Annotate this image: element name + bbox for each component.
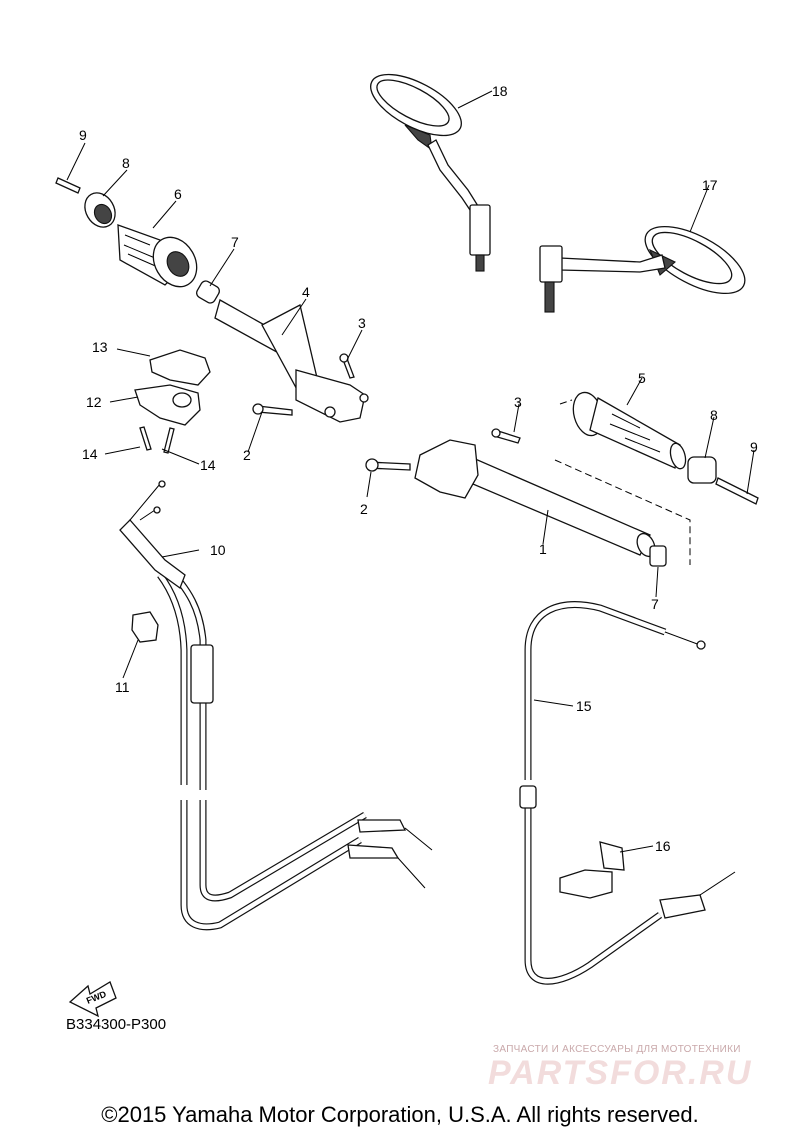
cable-holder <box>131 611 159 643</box>
callout-2: 2 <box>243 447 251 463</box>
cable-clamp <box>559 841 625 899</box>
callout-14: 14 <box>82 446 98 462</box>
callout-8: 8 <box>710 407 718 423</box>
callout-11: 11 <box>115 679 130 695</box>
switch-housing <box>134 349 211 454</box>
callout-14: 14 <box>200 457 216 473</box>
diagram-reference-code: B334300-P300 <box>66 1016 167 1033</box>
clutch-cable <box>519 601 736 985</box>
left-grip-assembly <box>55 177 220 304</box>
callout-10: 10 <box>210 542 226 558</box>
callout-17: 17 <box>702 177 718 193</box>
callout-4: 4 <box>302 284 310 300</box>
left-handlebar <box>214 299 369 423</box>
forward-direction-arrow: FWD <box>68 981 117 1018</box>
mirror-left <box>370 73 491 272</box>
callout-12: 12 <box>86 394 102 410</box>
callout-9: 9 <box>79 127 87 143</box>
callout-1: 1 <box>539 541 547 557</box>
right-handlebar <box>365 428 667 567</box>
callout-15: 15 <box>576 698 592 714</box>
callout-16: 16 <box>655 838 671 854</box>
mirror-right <box>539 225 746 313</box>
watermark-logo: PARTSFOR.RU <box>488 1054 753 1092</box>
screws-left <box>252 353 355 416</box>
callout-2: 2 <box>360 501 368 517</box>
callout-18: 18 <box>492 83 508 99</box>
throttle-cables <box>119 480 433 931</box>
callout-13: 13 <box>92 339 108 355</box>
watermark-tagline: ЗАПЧАСТИ И АКСЕССУАРЫ ДЛЯ МОТОТЕХНИКИ <box>493 1044 741 1055</box>
callout-7: 7 <box>231 234 239 250</box>
callout-7: 7 <box>651 596 659 612</box>
copyright-notice: ©2015 Yamaha Motor Corporation, U.S.A. A… <box>101 1102 699 1127</box>
callout-9: 9 <box>750 439 758 455</box>
leader-lines <box>66 90 755 853</box>
callout-3: 3 <box>358 315 366 331</box>
right-grip-assembly <box>554 391 759 565</box>
callout-6: 6 <box>174 186 182 202</box>
callout-5: 5 <box>638 370 646 386</box>
callout-8: 8 <box>122 155 130 171</box>
callout-labels: 9 8 6 7 4 3 13 12 14 14 2 10 11 18 17 5 … <box>79 83 758 854</box>
callout-3: 3 <box>514 394 522 410</box>
